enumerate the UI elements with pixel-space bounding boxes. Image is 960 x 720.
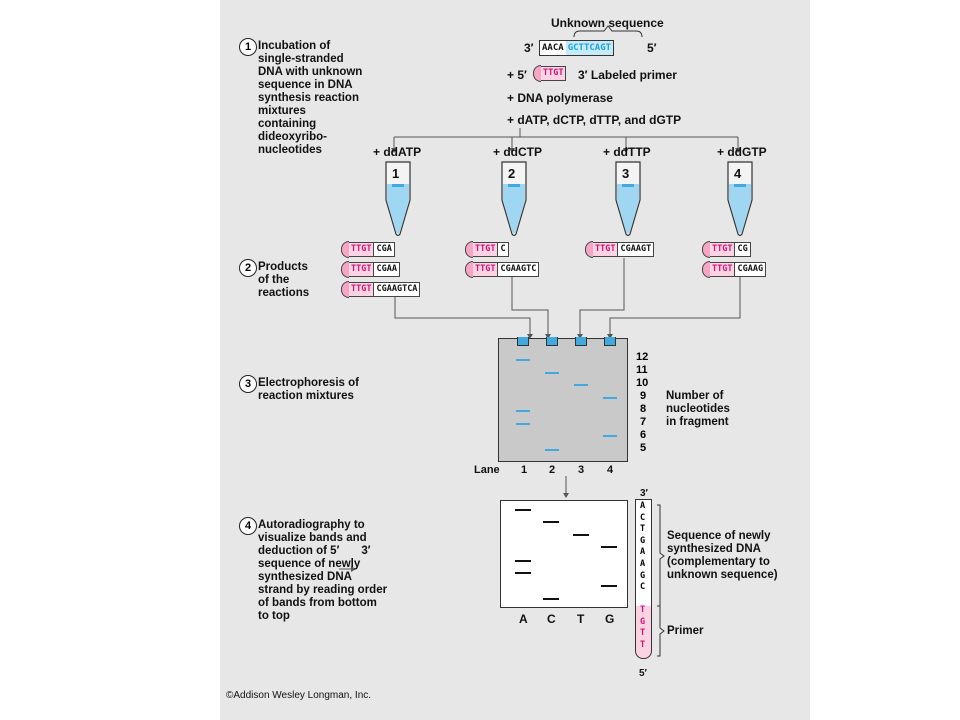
gel-band [603, 397, 617, 399]
sequence-strand [635, 499, 652, 607]
well-1 [517, 337, 529, 346]
tube-3 [615, 161, 641, 237]
strand-5-prime: 5′ [647, 41, 657, 55]
primer-caption: Primer [667, 625, 704, 637]
ladder-6: 6 [640, 429, 647, 441]
autorad-lane-c: C [547, 612, 556, 626]
dntps-label: + dATP, dCTP, dTTP, and dGTP [507, 113, 682, 127]
tube-2-reagent: + ddCTP [493, 145, 543, 159]
tube-3-number: 3 [622, 166, 630, 181]
tube-4 [727, 161, 753, 237]
sequence-5-prime: 5′ [639, 668, 647, 679]
well-2 [546, 337, 558, 346]
autorad-lane-a: A [519, 612, 528, 626]
step-3-number: 3 [239, 375, 257, 393]
gel-band [516, 423, 530, 425]
strand-unknown-part: GCTTCAGT [565, 41, 614, 55]
sequence-3-prime: 3′ [640, 488, 648, 499]
gel-band [545, 372, 559, 374]
tube-1-reagent: + ddATP [373, 145, 422, 159]
autorad-band [543, 521, 559, 523]
ladder-7: 7 [640, 416, 647, 428]
well-3 [575, 337, 587, 346]
gel-band [545, 449, 559, 451]
tube-4-reagent: + ddGTP [717, 145, 767, 159]
gel-band [516, 410, 530, 412]
autoradiograph [500, 500, 628, 608]
primer-suffix: 3′ Labeled primer [578, 68, 677, 82]
lane-1-label: 1 [521, 464, 528, 476]
autorad-band [515, 572, 531, 574]
autorad-band [515, 509, 531, 511]
autorad-band [543, 598, 559, 600]
unknown-sequence-label: Unknown sequence [551, 16, 664, 30]
unknown-strand: AACA GCTTCAGT [539, 40, 615, 56]
autorad-band [515, 560, 531, 562]
strand-known-part: AACA [542, 43, 564, 53]
ladder-12: 12 [636, 351, 649, 363]
lane-3-label: 3 [578, 464, 585, 476]
strand-3-prime: 3′ [524, 41, 534, 55]
autorad-band [601, 546, 617, 548]
tube-3-reagent: + ddTTP [603, 145, 651, 159]
polymerase-label: + DNA polymerase [507, 91, 613, 105]
primer-label-cap [533, 65, 541, 82]
ladder-8: 8 [640, 403, 647, 415]
ladder-9: 9 [640, 390, 647, 402]
gel-band [574, 384, 588, 386]
ladder-10: 10 [636, 377, 649, 389]
electrophoresis-gel [498, 337, 628, 462]
well-4 [604, 337, 616, 346]
autorad-band [573, 534, 589, 536]
lane-4-label: 4 [607, 464, 614, 476]
tube-1 [385, 161, 411, 237]
labeled-primer: TTGT [533, 65, 567, 82]
tube-2 [501, 161, 527, 237]
primer-strand [635, 606, 652, 659]
gel-band [516, 359, 530, 361]
gel-band [603, 435, 617, 437]
ladder-5: 5 [640, 442, 647, 454]
autorad-lane-t: T [577, 612, 585, 626]
primer-prefix: + 5′ [507, 68, 527, 82]
primer-seq: TTGT [541, 66, 567, 81]
copyright: ©Addison Wesley Longman, Inc. [226, 690, 372, 701]
tube-4-number: 4 [734, 166, 742, 181]
lane-2-label: 2 [549, 464, 556, 476]
autorad-band [601, 585, 617, 587]
lane-label: Lane [474, 464, 500, 476]
step-1-number: 1 [239, 38, 257, 56]
autorad-lane-g: G [605, 612, 615, 626]
tube-1-number: 1 [392, 166, 400, 181]
ladder-11: 11 [636, 364, 648, 376]
step-2-number: 2 [239, 259, 257, 277]
tube-2-number: 2 [508, 166, 516, 181]
step-4-number: 4 [239, 517, 257, 535]
